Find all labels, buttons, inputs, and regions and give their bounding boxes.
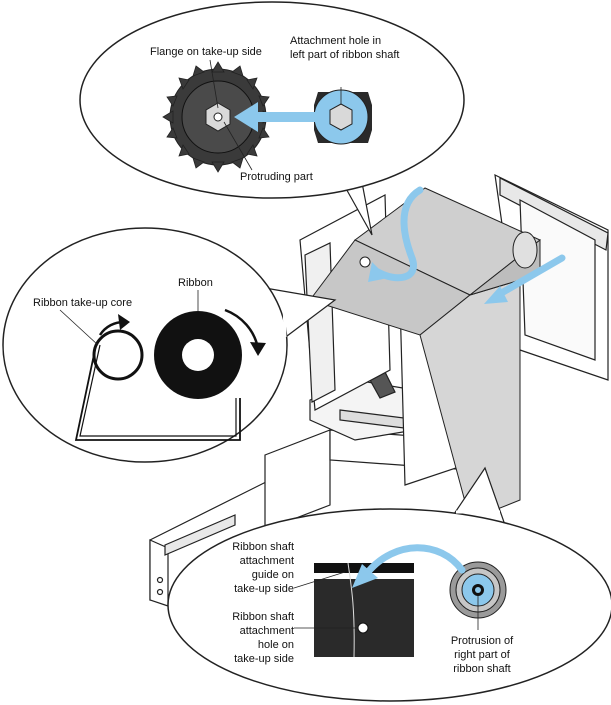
flange-label: Flange on take-up side bbox=[150, 46, 262, 58]
hole-label-3: hole on bbox=[258, 639, 294, 651]
protrude-label: Protruding part bbox=[240, 171, 313, 183]
attachment-hole-icon bbox=[357, 622, 369, 634]
guide-label-3: guide on bbox=[252, 569, 294, 581]
ribbon-label: Ribbon bbox=[178, 277, 213, 289]
protrusion-arrow-head bbox=[352, 564, 378, 588]
insertion-arrow-left-head bbox=[368, 262, 388, 282]
guide-label-1: Ribbon shaft bbox=[232, 541, 294, 553]
protrusion-label-2: right part of bbox=[454, 649, 511, 661]
hole-label-line2: left part of ribbon shaft bbox=[290, 49, 399, 61]
insertion-arrow-right bbox=[494, 254, 566, 299]
insertion-arrow-left bbox=[374, 186, 424, 282]
guide-label-2: attachment bbox=[240, 555, 294, 567]
hole-label-4: take-up side bbox=[234, 653, 294, 665]
hole-label-line1: Attachment hole in bbox=[290, 35, 381, 47]
hole-label-1: Ribbon shaft bbox=[232, 611, 294, 623]
shaft-protrusion-icon bbox=[449, 561, 507, 619]
protrusion-label-3: ribbon shaft bbox=[453, 663, 510, 675]
ribbon-path-line bbox=[74, 344, 241, 441]
callout-top: Flange on take-up side Attachment hole i… bbox=[79, 1, 465, 236]
core-label: Ribbon take-up core bbox=[33, 297, 132, 309]
protrusion-arrow bbox=[364, 544, 466, 576]
attach-arrow bbox=[234, 102, 318, 132]
protrusion-label-1: Protrusion of bbox=[451, 635, 514, 647]
insertion-arrow-right-head bbox=[484, 286, 508, 304]
guide-label-4: take-up side bbox=[234, 583, 294, 595]
callout-left: Ribbon take-up core Ribbon bbox=[2, 227, 337, 463]
hole-label-2: attachment bbox=[240, 625, 294, 637]
callout-bottom: Ribbon shaft attachment guide on take-up… bbox=[167, 466, 611, 702]
flange-gear-icon bbox=[162, 61, 274, 173]
take-up-core-icon bbox=[92, 329, 144, 381]
ribbon-roll-icon bbox=[154, 311, 242, 399]
shaft-hole-icon bbox=[313, 87, 372, 145]
